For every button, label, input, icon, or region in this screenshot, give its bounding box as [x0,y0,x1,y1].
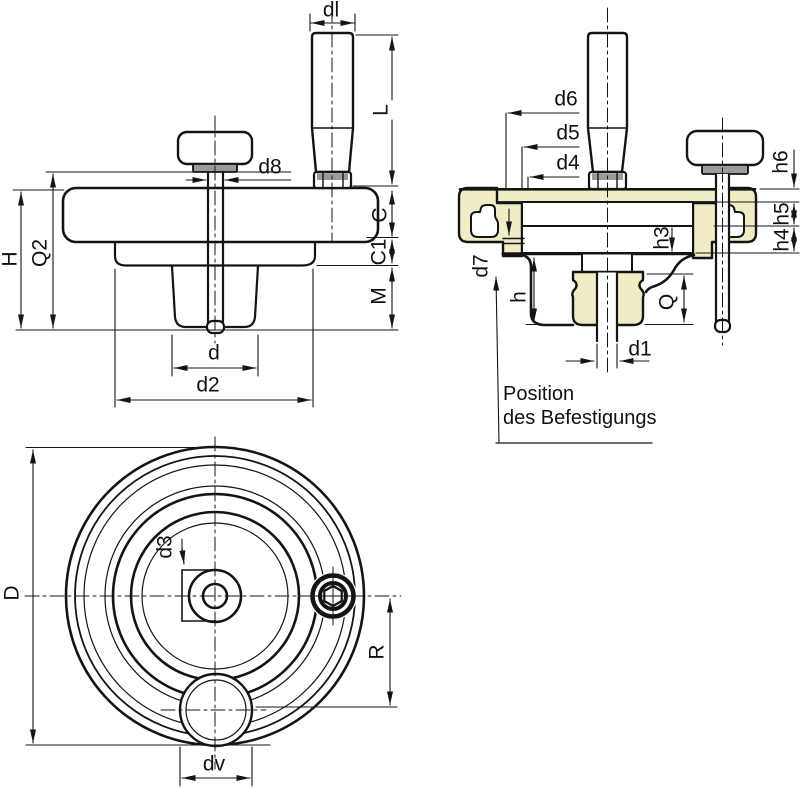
dim-label-dv: dv [202,752,226,776]
note-fastening-position: Position des Befestigungs [503,383,656,430]
dim-label-h4: h4 [770,228,794,252]
front-elevation-view [12,7,399,408]
dim-label-d: d [208,341,220,365]
dim-label-d3: d3 [153,535,177,559]
dim-label-Q2: Q2 [28,238,52,268]
dim-label-M: M [367,287,391,305]
dim-label-d1: d1 [628,337,652,361]
dim-label-d2: d2 [196,373,220,397]
dim-label-d8: d8 [258,155,282,179]
dim-label-h: h [507,291,531,303]
note-line-2: des Befestigungs [503,406,657,429]
dim-label-L: L [369,104,393,116]
top-view [24,436,402,787]
dim-label-d7: d7 [469,254,493,278]
dim-label-Q: Q [655,293,679,311]
side-section-view [457,7,800,444]
dim-label-R: R [365,644,389,660]
dim-label-h5: h5 [770,202,794,226]
dim-label-d5: d5 [556,121,580,145]
note-line-1: Position [503,383,575,405]
dim-label-H: H [0,251,22,267]
dim-label-h6: h6 [769,150,793,174]
dim-label-d6: d6 [554,87,578,111]
dim-label-h3: h3 [650,226,674,250]
dim-label-D: D [0,585,24,601]
dim-label-d4: d4 [556,151,580,175]
dim-label-C: C [368,207,392,223]
dim-label-dl: dl [322,0,340,22]
dim-label-C1: C1 [367,238,391,266]
